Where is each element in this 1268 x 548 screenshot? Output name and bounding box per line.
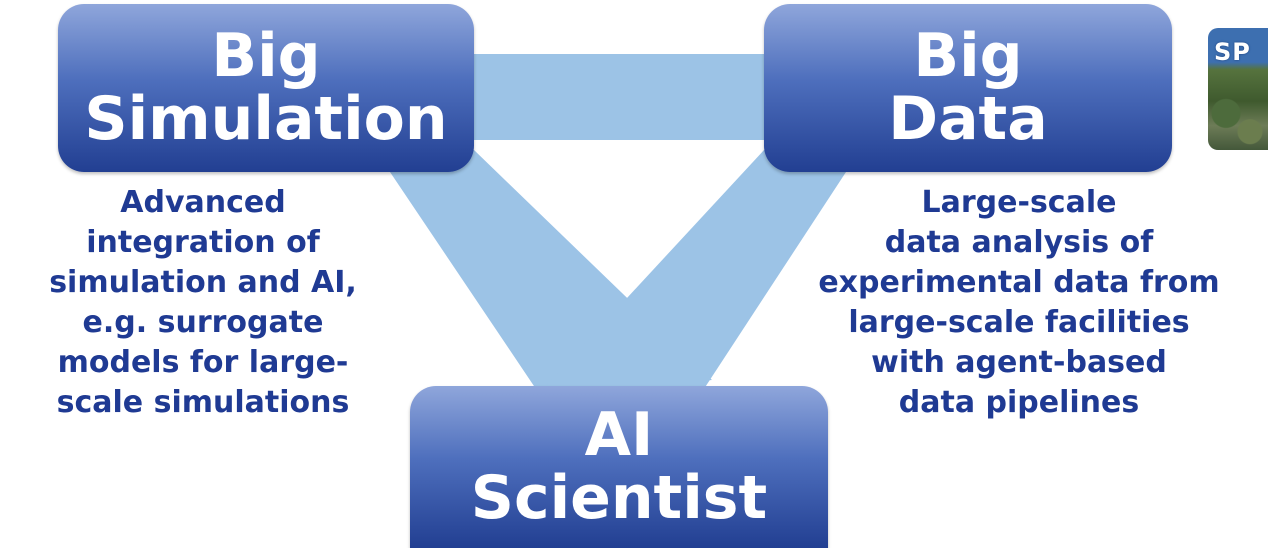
description-line: large-scale facilities xyxy=(848,305,1190,340)
description-line: models for large- xyxy=(57,345,349,380)
big-simulation-line1: Big xyxy=(211,21,321,91)
description-line: integration of xyxy=(86,225,320,260)
description-line: simulation and AI, xyxy=(49,265,357,300)
big-simulation-line2: Simulation xyxy=(84,84,448,154)
description-line: Large-scale xyxy=(921,185,1117,220)
ai-scientist-line2: Scientist xyxy=(470,463,768,533)
description-line: data pipelines xyxy=(898,385,1140,420)
big-data-line1: Big xyxy=(913,21,1023,91)
big-data-description: Large-scale data analysis of experimenta… xyxy=(770,183,1268,423)
big-simulation-description: Advanced integration of simulation and A… xyxy=(2,183,404,423)
description-line: e.g. surrogate xyxy=(82,305,324,340)
big-simulation-node: Big Simulation xyxy=(58,4,474,172)
ai-scientist-node: AI Scientist xyxy=(410,386,828,548)
thumbnail-label: SP xyxy=(1214,38,1251,66)
description-line: experimental data from xyxy=(818,265,1220,300)
description-line: Advanced xyxy=(120,185,286,220)
connector-sim-data xyxy=(470,54,770,140)
facility-thumbnail-image: SP xyxy=(1208,28,1268,150)
big-data-node: Big Data xyxy=(764,4,1172,172)
description-line: scale simulations xyxy=(56,385,350,420)
connector-data-ai xyxy=(540,150,846,395)
ai-scientist-line1: AI xyxy=(584,400,654,470)
description-line: data analysis of xyxy=(884,225,1154,260)
description-line: with agent-based xyxy=(871,345,1167,380)
big-data-line2: Data xyxy=(888,84,1048,154)
